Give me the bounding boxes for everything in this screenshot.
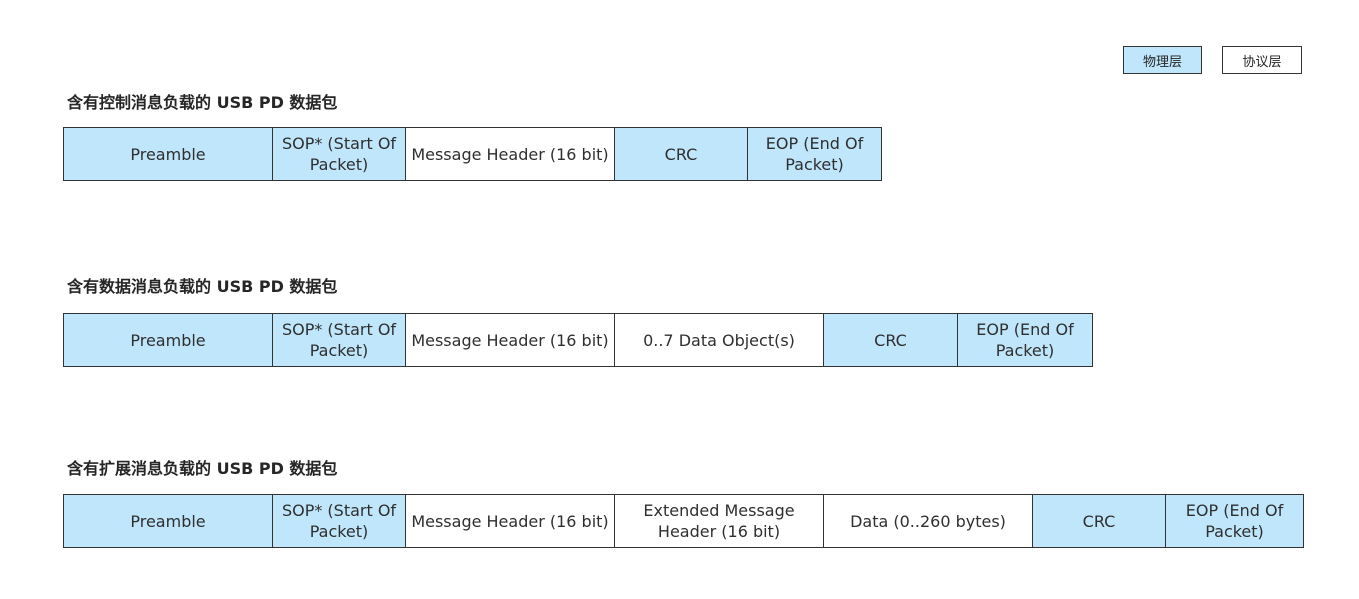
field-crc: CRC bbox=[1033, 495, 1166, 547]
control-packet-diagram: Preamble SOP* (Start Of Packet) Message … bbox=[63, 127, 882, 181]
field-extended-message-header: Extended Message Header (16 bit) bbox=[615, 495, 824, 547]
field-message-header: Message Header (16 bit) bbox=[406, 128, 615, 180]
field-message-header: Message Header (16 bit) bbox=[406, 314, 615, 366]
field-crc: CRC bbox=[824, 314, 958, 366]
field-eop: EOP (End Of Packet) bbox=[748, 128, 881, 180]
extended-packet-title: 含有扩展消息负载的 USB PD 数据包 bbox=[67, 459, 338, 478]
extended-packet-diagram: Preamble SOP* (Start Of Packet) Message … bbox=[63, 494, 1304, 548]
field-eop: EOP (End Of Packet) bbox=[1166, 495, 1303, 547]
field-sop: SOP* (Start Of Packet) bbox=[273, 495, 406, 547]
field-eop: EOP (End Of Packet) bbox=[958, 314, 1092, 366]
legend-physical-layer-label: 物理层 bbox=[1142, 54, 1182, 70]
field-preamble: Preamble bbox=[64, 314, 273, 366]
data-packet-diagram: Preamble SOP* (Start Of Packet) Message … bbox=[63, 313, 1093, 367]
field-sop: SOP* (Start Of Packet) bbox=[273, 314, 406, 366]
data-packet-title: 含有数据消息负载的 USB PD 数据包 bbox=[67, 277, 338, 296]
legend-protocol-layer: 协议层 bbox=[1222, 46, 1302, 74]
field-sop: SOP* (Start Of Packet) bbox=[273, 128, 406, 180]
control-packet-title: 含有控制消息负载的 USB PD 数据包 bbox=[67, 93, 338, 112]
legend-protocol-layer-label: 协议层 bbox=[1242, 54, 1282, 70]
field-crc: CRC bbox=[615, 128, 748, 180]
field-data-objects: 0..7 Data Object(s) bbox=[615, 314, 824, 366]
legend-physical-layer: 物理层 bbox=[1123, 46, 1202, 74]
field-preamble: Preamble bbox=[64, 495, 273, 547]
field-message-header: Message Header (16 bit) bbox=[406, 495, 615, 547]
field-data-bytes: Data (0..260 bytes) bbox=[824, 495, 1033, 547]
field-preamble: Preamble bbox=[64, 128, 273, 180]
